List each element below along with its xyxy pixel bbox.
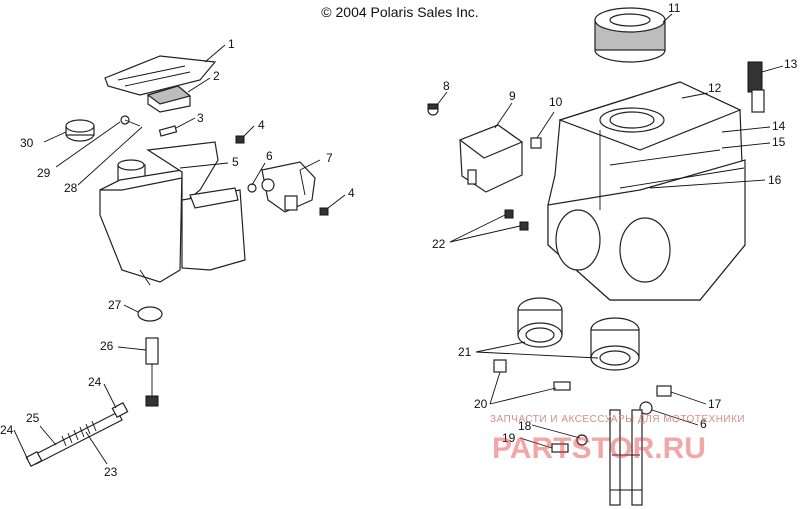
watermark-site: PARTSTOR.RU (492, 432, 706, 465)
mount-screws-part (504, 209, 529, 231)
callout-29: 29 (37, 166, 51, 180)
oil-pump-part (261, 161, 316, 213)
intake-boot-right (590, 317, 640, 371)
mount-bracket-part (609, 409, 643, 506)
airbox-assembly (427, 7, 765, 506)
callout-17: 17 (708, 397, 722, 411)
intake-boot-left (517, 297, 563, 348)
callout-8: 8 (443, 79, 450, 93)
callout-12: 12 (708, 81, 722, 95)
foam-pad-part (146, 85, 192, 113)
callout-19: 19 (502, 431, 516, 445)
tank-cap-part (65, 119, 95, 142)
callout-25: 25 (26, 411, 40, 425)
callout-15: 15 (772, 135, 786, 149)
bolt-part (158, 125, 178, 137)
airbox-body (547, 81, 746, 301)
callout-6b: 6 (700, 417, 707, 431)
nut-part-lower (319, 207, 329, 216)
oil-tank-body (99, 141, 246, 286)
oil-tank-assembly (25, 55, 329, 468)
callout-2: 2 (213, 69, 220, 83)
watermark-caption: ЗАПЧАСТИ И АКСЕССУАРЫ ДЛЯ МОТОТЕХНИКИ (490, 414, 745, 425)
washer-part-right (639, 401, 653, 415)
callout-26: 26 (100, 339, 114, 353)
screw-part (427, 103, 439, 116)
callout-leaders (13, 13, 784, 465)
callout-24b: 24 (0, 423, 14, 437)
copyright-notice: © 2004 Polaris Sales Inc. (321, 4, 479, 20)
callout-14: 14 (772, 119, 786, 133)
callout-3: 3 (197, 111, 204, 125)
level-sensor-part (145, 337, 159, 407)
callout-labels: 1 2 3 4 30 29 28 5 6 7 4 27 26 24 25 24 … (0, 1, 798, 479)
control-module-part (458, 124, 524, 193)
watermark: ЗАПЧАСТИ И АКСЕССУАРЫ ДЛЯ МОТОТЕХНИКИ PA… (490, 414, 745, 465)
callout-21: 21 (458, 345, 472, 359)
callout-27: 27 (108, 298, 122, 312)
oil-hose-part (25, 401, 129, 468)
callout-4: 4 (258, 118, 265, 132)
callout-4b: 4 (348, 186, 355, 200)
callout-9: 9 (509, 89, 516, 103)
clamp-bolts-part (493, 359, 571, 391)
nut-part (235, 135, 245, 144)
callout-18: 18 (518, 419, 532, 433)
callout-11: 11 (668, 1, 681, 15)
grommet-clip-part (530, 137, 542, 149)
washer-part (247, 183, 257, 193)
callout-20: 20 (474, 397, 488, 411)
callout-30: 30 (20, 136, 34, 150)
callout-24: 24 (88, 375, 102, 389)
grommet-part (137, 306, 163, 322)
callout-1: 1 (228, 37, 235, 51)
callout-6: 6 (266, 149, 273, 163)
callout-7: 7 (326, 151, 333, 165)
callout-23: 23 (104, 465, 118, 479)
tank-cover-part (104, 55, 217, 96)
hose-bolt-part (120, 115, 141, 127)
callout-16: 16 (768, 173, 782, 187)
callout-28: 28 (64, 181, 78, 195)
callout-5: 5 (232, 155, 239, 169)
callout-22: 22 (432, 237, 446, 251)
bracket-bolt-part (656, 385, 672, 397)
callout-13: 13 (784, 57, 798, 71)
foam-filter-part (594, 7, 666, 63)
strap-clip-part (747, 61, 765, 113)
hose-spring (61, 420, 97, 447)
callout-10: 10 (549, 95, 563, 109)
